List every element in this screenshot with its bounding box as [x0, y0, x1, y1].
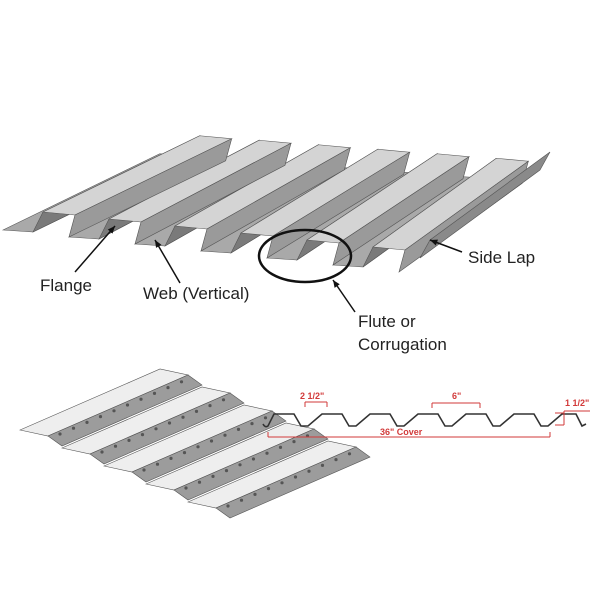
- perforation-dot: [112, 409, 116, 413]
- web-surface: [200, 147, 351, 252]
- perforation-dot: [152, 391, 157, 395]
- deck-profile-line: [262, 413, 587, 428]
- perforation-dot: [223, 433, 227, 437]
- perforated-flute: [131, 410, 287, 483]
- perforation-dot: [85, 420, 89, 424]
- perforation-dot: [179, 380, 184, 384]
- perforation-dot: [100, 450, 104, 454]
- perforation-dot: [125, 403, 130, 407]
- perforation-dot: [211, 474, 215, 478]
- side-lap-edge: [419, 151, 551, 259]
- perforation-dot: [278, 445, 283, 449]
- perforation-dot: [181, 415, 185, 419]
- flute-label-line2: Corrugation: [358, 335, 447, 354]
- perforated-flute: [47, 374, 203, 447]
- web-arrow: [154, 239, 181, 284]
- perforated-flute: [215, 446, 371, 519]
- web-surface: [266, 151, 411, 259]
- flange-label: Flange: [40, 276, 92, 295]
- flute-label-line1: Flute or: [358, 312, 416, 331]
- web-surface: [332, 156, 470, 266]
- perforation-dot: [307, 469, 311, 473]
- perforation-dot: [139, 397, 143, 401]
- flute-highlight-circle: [257, 228, 353, 284]
- side-lap-arrow-head: [430, 239, 438, 246]
- perforation-dot: [197, 480, 202, 484]
- perforation-dot: [194, 409, 199, 413]
- perforation-dot: [334, 458, 338, 462]
- depth-dimension: 1 1/2": [565, 398, 590, 408]
- cover-dimension: 36" Cover: [380, 427, 423, 437]
- perforation-dot: [140, 433, 145, 437]
- web-surface: [134, 142, 292, 245]
- perforated-flute: [173, 428, 329, 501]
- perforation-dot: [167, 421, 172, 425]
- side-lap-label: Side Lap: [468, 248, 536, 267]
- perforation-dot: [263, 416, 268, 420]
- perforation-dot: [113, 444, 118, 448]
- flange-arrow-head: [107, 226, 115, 234]
- pitch-dimension: 6": [452, 391, 462, 401]
- perforation-dot: [98, 415, 103, 419]
- perforation-dot: [253, 492, 257, 496]
- perforation-dot: [71, 426, 76, 430]
- perforation-dot: [251, 457, 256, 461]
- perforation-dot: [265, 451, 269, 455]
- perforation-dot: [155, 462, 160, 466]
- perforation-dot: [196, 445, 200, 449]
- web-surface: [68, 138, 233, 238]
- perforation-dot: [238, 463, 242, 467]
- perforation-dot: [292, 440, 296, 444]
- flange-arrow: [74, 225, 116, 273]
- web-arrow-head: [155, 240, 162, 248]
- perforation-dot: [293, 475, 298, 479]
- perforation-dot: [209, 439, 214, 443]
- perforation-dot: [226, 504, 230, 508]
- perforation-dot: [184, 486, 188, 490]
- perforation-dot: [58, 432, 62, 436]
- perforation-dot: [142, 468, 146, 472]
- perforation-dot: [127, 438, 131, 442]
- web-label: Web (Vertical): [143, 284, 250, 303]
- flute-arrow-head: [333, 280, 340, 288]
- perforation-dot: [266, 487, 271, 491]
- perforation-dot: [347, 452, 352, 456]
- perforation-dot: [250, 422, 254, 426]
- perforation-dot: [221, 398, 226, 402]
- perforation-dot: [236, 427, 241, 431]
- perforation-dot: [224, 469, 229, 473]
- perforation-dot: [208, 404, 212, 408]
- perforated-flute: [89, 392, 245, 465]
- perforation-dot: [169, 456, 173, 460]
- perforation-dot: [280, 481, 284, 485]
- perforation-dot: [154, 427, 158, 431]
- perforation-dot: [239, 498, 244, 502]
- perforation-dot: [166, 386, 170, 390]
- perforation-dot: [320, 463, 325, 467]
- perforation-dot: [182, 451, 187, 455]
- rib-width-dimension: 2 1/2": [300, 391, 325, 401]
